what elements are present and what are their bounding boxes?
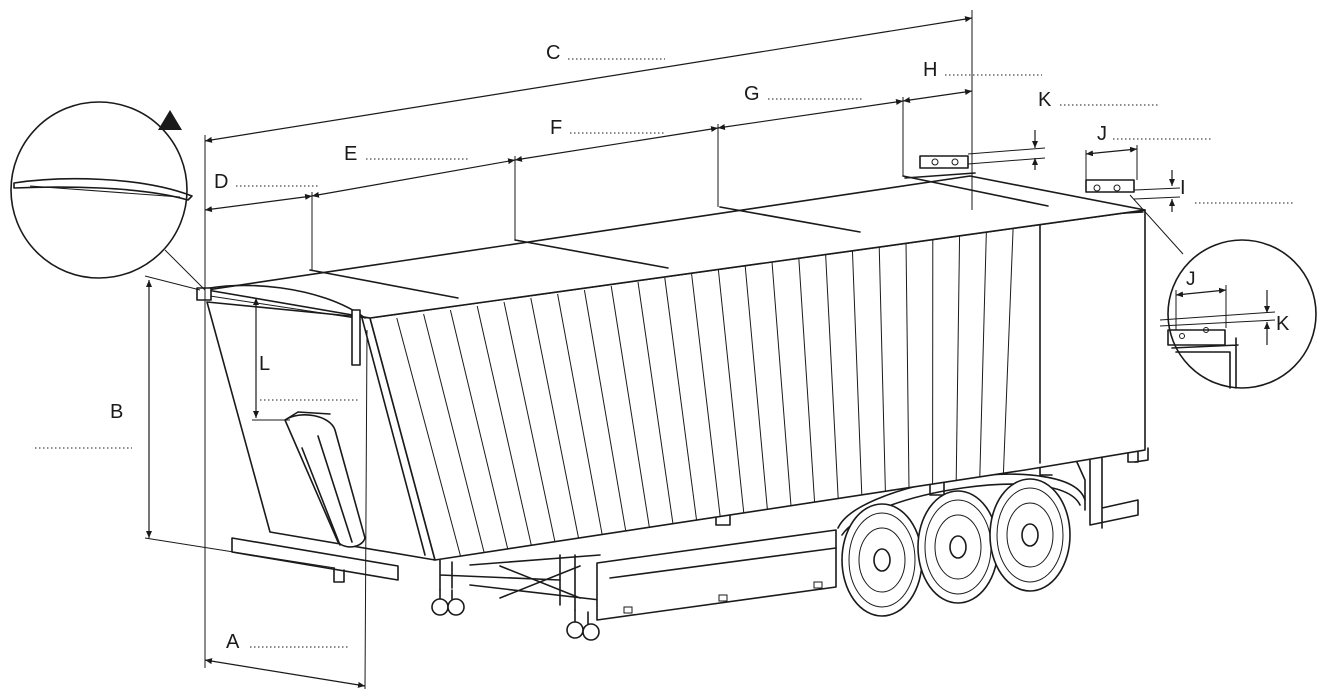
dimension-e-line — [311, 158, 516, 198]
chassis — [231, 464, 1053, 641]
detail-label-j: J — [1186, 269, 1196, 290]
label-f: F — [550, 117, 562, 139]
wheels — [841, 478, 1071, 617]
tipper-body — [196, 155, 1149, 561]
label-a: A — [226, 631, 240, 653]
side-rib — [664, 277, 698, 521]
label-leaders — [35, 58, 1295, 648]
side-rib — [905, 241, 910, 489]
label-l: L — [259, 353, 270, 375]
label-j: J — [1097, 123, 1107, 145]
dimension-j-line — [1085, 146, 1138, 157]
side-rib — [851, 249, 863, 496]
side-rib — [717, 269, 745, 514]
side-rib — [583, 289, 627, 532]
dimension-labels: C D E F G H K J I A B L J K — [110, 42, 1290, 653]
dimension-lines — [144, 10, 1181, 689]
side-rib — [798, 257, 816, 503]
side-rib — [1002, 225, 1014, 474]
side-rib — [530, 297, 580, 539]
dimension-h-line — [902, 89, 973, 103]
detail-circle-hinge — [1129, 194, 1317, 389]
side-ribs — [396, 225, 1014, 557]
side-rib — [503, 301, 556, 543]
side-rib — [557, 293, 603, 535]
side-rib — [423, 313, 485, 553]
side-rib — [476, 305, 532, 546]
dimension-a-line — [204, 658, 366, 688]
side-rib — [396, 317, 462, 557]
dimension-d-line — [204, 193, 313, 213]
side-rib — [691, 273, 721, 517]
side-rib — [610, 285, 650, 528]
label-b: B — [110, 401, 123, 423]
label-c: C — [546, 42, 560, 64]
dimension-c-line — [204, 16, 973, 143]
wheel-2 — [917, 490, 999, 604]
side-rib — [955, 233, 961, 481]
rear-support — [1075, 451, 1139, 529]
wheel-3 — [989, 478, 1071, 592]
detail-circle-front-bow — [10, 101, 206, 291]
side-rib — [979, 229, 987, 478]
detail-label-k: K — [1276, 313, 1290, 335]
side-rib — [771, 261, 792, 507]
side-rib — [449, 309, 509, 550]
dimension-g-line — [717, 99, 904, 130]
label-e: E — [344, 143, 357, 165]
label-i: I — [1180, 177, 1186, 199]
label-k: K — [1038, 89, 1052, 111]
label-h: H — [923, 59, 937, 81]
side-rib — [637, 281, 674, 525]
wheel-1 — [841, 503, 923, 617]
dimension-f-line — [514, 126, 719, 162]
triangle-icon — [158, 110, 182, 130]
side-rib — [825, 253, 839, 499]
label-d: D — [214, 171, 228, 193]
side-rib — [744, 265, 768, 510]
side-rib — [878, 245, 886, 492]
label-g: G — [744, 83, 760, 105]
